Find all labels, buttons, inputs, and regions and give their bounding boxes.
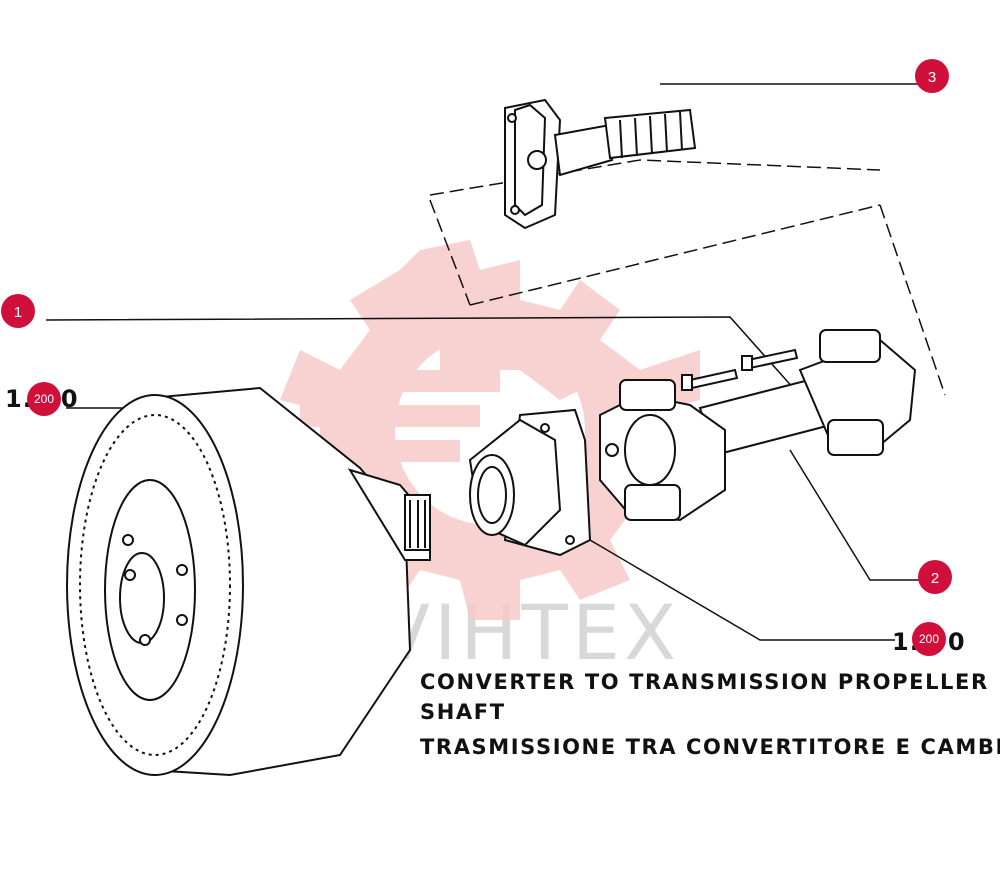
ref-badge-right[interactable]: 200	[912, 622, 946, 656]
ref-code-left-suffix: 0	[60, 385, 79, 413]
torque-converter	[66, 386, 431, 777]
ref-code-left: 1.0	[5, 385, 79, 413]
ref-badge-left-label: 200	[33, 392, 55, 406]
callout-1-label: 1	[14, 304, 22, 321]
callout-2[interactable]: 2	[918, 560, 952, 594]
callout-2-label: 2	[931, 570, 939, 587]
caption-line-1: CONVERTER TO TRANSMISSION PROPELLER	[420, 670, 989, 694]
ref-code-right: 1.0	[892, 628, 966, 656]
callout-3[interactable]: 3	[915, 59, 949, 93]
watermark-text: VIHTEX	[378, 588, 681, 677]
yoke-shaft-part	[504, 98, 697, 230]
caption-line-3: TRASMISSIONE TRA CONVERTITORE E CAMBIO	[420, 735, 1000, 759]
ref-code-right-suffix: 0	[947, 628, 966, 656]
ref-badge-right-label: 200	[918, 632, 940, 646]
bolts	[681, 348, 799, 391]
flange-yoke	[468, 408, 592, 557]
leader-lines	[45, 83, 946, 641]
callout-3-label: 3	[928, 69, 936, 86]
ref-badge-left[interactable]: 200	[27, 382, 61, 416]
caption-line-2: SHAFT	[420, 700, 506, 724]
propeller-shaft	[599, 329, 917, 522]
callout-1[interactable]: 1	[1, 294, 35, 328]
